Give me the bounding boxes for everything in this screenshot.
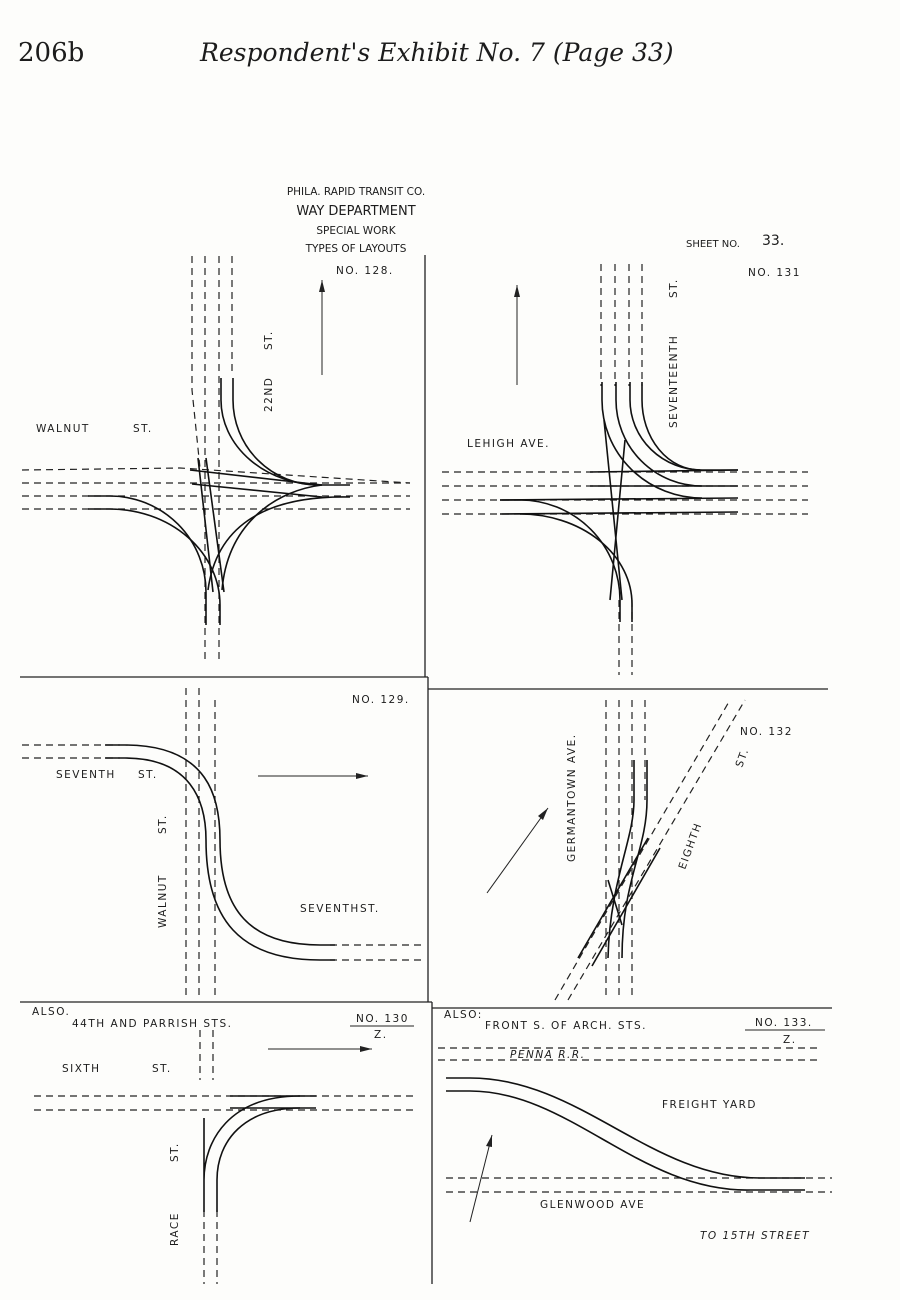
22nd-street-suffix: ST. — [263, 330, 275, 350]
germantown-avenue-label: GERMANTOWN AVE. — [566, 733, 578, 862]
panel-131: NO. 131 LEHIGH AVE. SEVENTEENTH ST. — [442, 264, 808, 675]
panel-130-variant: Z. — [374, 1029, 388, 1041]
walnut-street-label: WALNUT — [36, 423, 90, 435]
panel-129: NO. 129. SEVENTH ST. WALNUT ST. SEVENTH … — [22, 688, 422, 995]
sheet-number: 33. — [762, 233, 784, 249]
eighth-street-suffix: ST. — [734, 746, 752, 769]
page-number: 206b — [18, 38, 85, 68]
panel-128: NO. 128. WALNUT ST. 22ND ST. — [21, 256, 411, 662]
race-street-label: RACE — [169, 1212, 181, 1246]
seventh-street-label-top: SEVENTH — [56, 769, 116, 781]
also-streets-130: 44TH AND PARRISH STS. — [72, 1018, 232, 1030]
panel-131-number: NO. 131 — [748, 267, 801, 279]
glenwood-avenue-label: GLENWOOD AVE — [540, 1199, 645, 1211]
panel-133-number: NO. 133. — [755, 1017, 813, 1029]
seventh-street-suffix-top: ST. — [138, 769, 158, 781]
walnut-street-suffix: ST. — [133, 423, 153, 435]
eighth-street-label: EIGHTH — [677, 821, 705, 871]
department-name: WAY DEPARTMENT — [296, 204, 415, 219]
title-block: PHILA. RAPID TRANSIT CO. WAY DEPARTMENT … — [287, 186, 784, 255]
drawing-types: TYPES OF LAYOUTS — [305, 243, 407, 255]
seventeenth-street-label: SEVENTEENTH — [668, 335, 680, 428]
panel-132: NO. 132 GERMANTOWN AVE. EIGHTH ST. — [486, 699, 793, 1001]
company-name: PHILA. RAPID TRANSIT CO. — [287, 186, 425, 198]
lehigh-avenue-label: LEHIGH AVE. — [467, 438, 550, 450]
panel-133-variant: Z. — [783, 1034, 797, 1046]
panel-132-number: NO. 132 — [740, 726, 793, 738]
sheet-label: SHEET NO. — [686, 239, 740, 250]
penna-railroad-label: PENNA R.R. — [510, 1049, 585, 1061]
freight-yard-label: FREIGHT YARD — [662, 1099, 757, 1111]
also-label-130: ALSO. — [32, 1006, 70, 1018]
also-label-133: ALSO: — [444, 1009, 483, 1021]
walnut-street-label-129: WALNUT — [157, 874, 169, 928]
sixth-street-label: SIXTH — [62, 1063, 101, 1075]
seventh-street-suffix-bottom: ST. — [360, 903, 380, 915]
panel-128-number: NO. 128. — [336, 265, 394, 277]
seventh-street-label-bottom: SEVENTH — [300, 903, 360, 915]
panel-130-number: NO. 130 — [356, 1013, 409, 1025]
panel-133: ALSO: FRONT S. OF ARCH. STS. NO. 133. Z.… — [438, 1009, 832, 1242]
panel-130: ALSO. 44TH AND PARRISH STS. NO. 130 Z. S… — [32, 1006, 415, 1284]
panel-grid — [20, 255, 832, 1284]
to-15th-street-note: TO 15TH STREET — [700, 1230, 810, 1242]
seventeenth-street-suffix: ST. — [668, 278, 680, 298]
panel-129-number: NO. 129. — [352, 694, 410, 706]
walnut-street-suffix-129: ST. — [157, 814, 169, 834]
sixth-street-suffix: ST. — [152, 1063, 172, 1075]
22nd-street-label: 22ND — [263, 377, 275, 412]
also-streets-133: FRONT S. OF ARCH. STS. — [485, 1020, 647, 1032]
race-street-suffix: ST. — [169, 1142, 181, 1162]
exhibit-title: Respondent's Exhibit No. 7 (Page 33) — [200, 38, 674, 67]
drawing-subject: SPECIAL WORK — [316, 225, 396, 237]
